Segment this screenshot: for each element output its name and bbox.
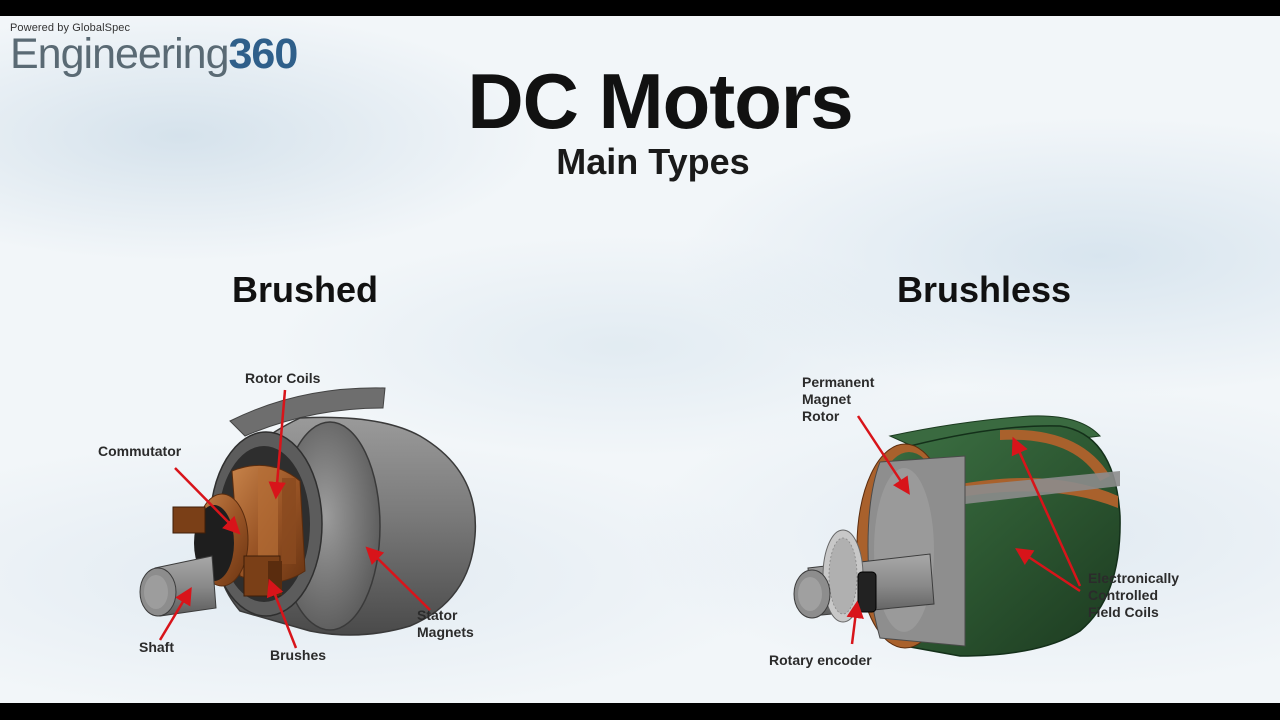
label-commutator: Commutator <box>98 443 182 459</box>
label-field-coils: Field Coils <box>1088 604 1159 620</box>
label-electronically: Electronically <box>1088 570 1179 586</box>
logo-wordmark: Engineering360 <box>10 30 299 78</box>
label-controlled: Controlled <box>1088 587 1158 603</box>
arrow-stator-magnets <box>365 546 431 611</box>
slide-subtitle: Main Types <box>556 141 750 182</box>
label-rotary-encoder: Rotary encoder <box>769 652 872 668</box>
brushed-motor-illustration <box>139 387 477 636</box>
brushless-motor-illustration <box>793 415 1121 657</box>
brushless-heading: Brushless <box>897 269 1072 310</box>
label-rotor-coils: Rotor Coils <box>245 370 321 386</box>
arrow-brushes <box>266 578 298 649</box>
brushed-heading: Brushed <box>232 269 379 310</box>
slide-title: DC Motors <box>467 57 853 145</box>
arrow-rotor-coils <box>268 389 287 500</box>
arrow-shaft <box>158 586 192 641</box>
logo-powered-by: Powered by GlobalSpec <box>10 22 131 34</box>
letterbox-top <box>0 0 1280 16</box>
brushless-arrows <box>846 415 1082 645</box>
arrow-field-coils-top <box>1011 436 1082 587</box>
label-magnet: Magnet <box>802 391 851 407</box>
arrow-permanent-magnet-rotor <box>856 415 910 495</box>
engineering360-logo: Powered by GlobalSpec Engineering360 <box>10 22 299 78</box>
motors-diagram: Rotor Coils Commutator Shaft Brushes Sta… <box>98 370 1179 668</box>
logo-word: Engineering <box>10 30 230 78</box>
label-shaft: Shaft <box>139 639 174 655</box>
label-stator-line1: Stator <box>417 607 458 623</box>
arrow-field-coils-side <box>1015 548 1081 593</box>
label-brushes: Brushes <box>270 647 326 663</box>
label-stator-line2: Magnets <box>417 624 474 640</box>
logo-number: 360 <box>228 30 299 78</box>
letterbox-bottom <box>0 703 1280 720</box>
slide: Powered by GlobalSpec Engineering360 DC … <box>0 16 1280 703</box>
brushed-arrows <box>158 389 431 649</box>
label-permanent: Permanent <box>802 374 875 390</box>
arrow-rotary-encoder <box>846 600 864 645</box>
label-rotor: Rotor <box>802 408 840 424</box>
arrow-commutator <box>174 467 241 535</box>
